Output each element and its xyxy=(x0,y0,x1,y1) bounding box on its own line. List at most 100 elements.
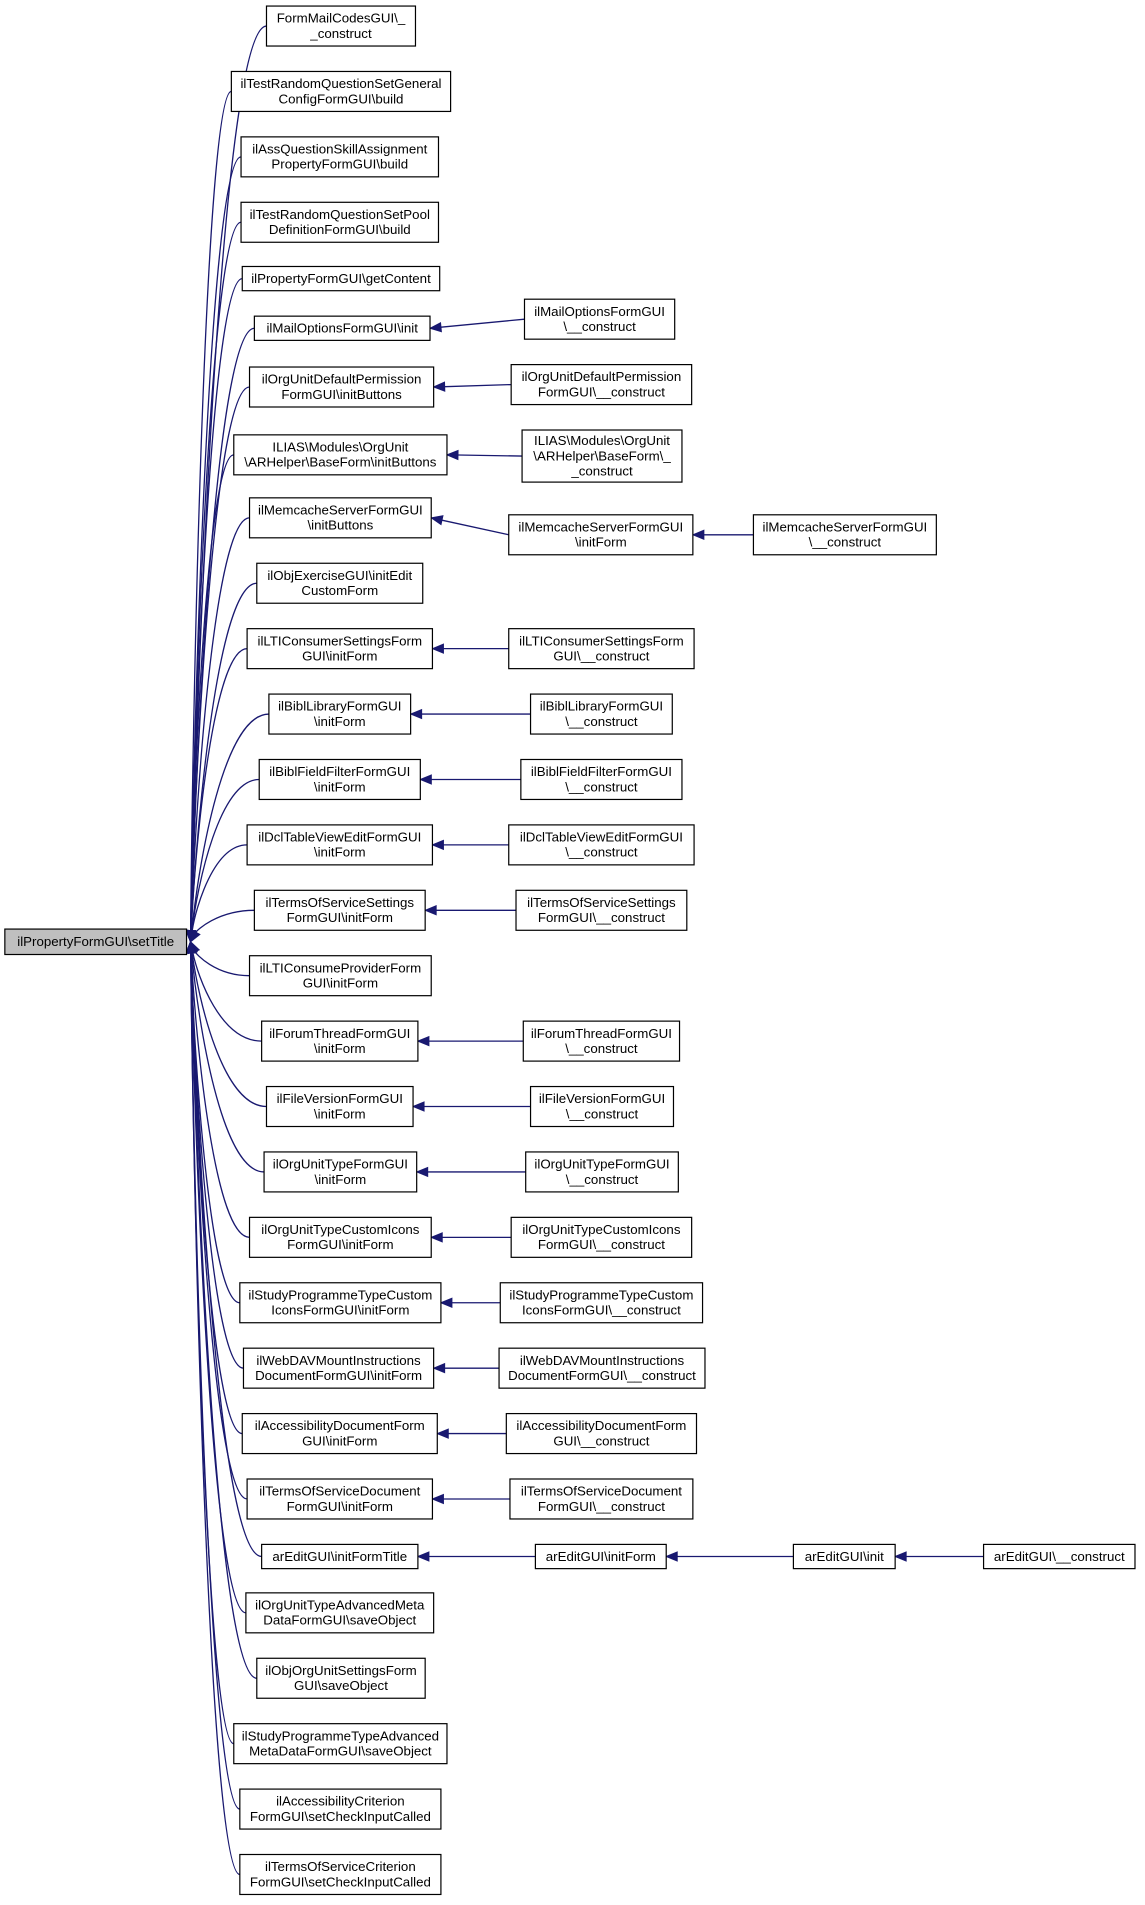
node-label: ilPropertyFormGUI\setTitle xyxy=(17,934,174,949)
node-box xyxy=(239,1282,442,1324)
function-node[interactable]: ILIAS\Modules\OrgUnit\ARHelper\BaseForm\… xyxy=(233,434,448,476)
arrow-head-icon xyxy=(419,774,432,785)
function-node[interactable]: arEditGUI\__construct xyxy=(982,1543,1136,1570)
function-node[interactable]: ilMailOptionsFormGUI\init xyxy=(253,315,431,341)
node-label: DefinitionFormGUI\build xyxy=(269,222,411,237)
node-box xyxy=(256,562,424,604)
edge-n25b-to-n25 xyxy=(416,1551,536,1562)
node-label: \__construct xyxy=(565,714,638,729)
edge-n23b-to-n23 xyxy=(435,1428,507,1439)
function-node[interactable]: ilAccessibilityCriterionFormGUI\setCheck… xyxy=(239,1788,442,1830)
node-label: DocumentFormGUI\initForm xyxy=(255,1368,422,1383)
function-node[interactable]: ilAccessibilityDocumentFormGUI\__constru… xyxy=(505,1412,698,1455)
arrow-head-icon xyxy=(432,1362,446,1374)
node-label: \initForm xyxy=(575,535,627,550)
node-label: ilTermsOfServiceDocument xyxy=(259,1484,420,1499)
node-box xyxy=(258,758,421,801)
function-node[interactable]: arEditGUI\initForm xyxy=(534,1543,667,1570)
node-box xyxy=(508,824,695,866)
edge-line xyxy=(191,713,269,931)
function-node[interactable]: ilTestRandomQuestionSetGeneralConfigForm… xyxy=(230,70,452,113)
function-node[interactable]: ilTermsOfServiceSettingsFormGUI\__constr… xyxy=(515,889,688,931)
node-box xyxy=(248,497,432,539)
function-node[interactable]: ilStudyProgrammeTypeCustomIconsFormGUI\_… xyxy=(499,1282,704,1324)
edge-n12b-to-n12 xyxy=(409,708,531,720)
node-label: ilLTIConsumerSettingsForm xyxy=(519,633,684,648)
function-node[interactable]: ilBiblFieldFilterFormGUI\__construct xyxy=(520,758,683,801)
function-node[interactable]: arEditGUI\init xyxy=(792,1543,896,1570)
node-label: GUI\saveObject xyxy=(294,1678,388,1693)
node-box xyxy=(265,5,417,47)
edge-line xyxy=(190,952,250,1238)
edge-n9c-to-n9b xyxy=(691,529,754,541)
function-node[interactable]: ilOrgUnitTypeFormGUI\__construct xyxy=(525,1151,679,1193)
root-node[interactable]: ilPropertyFormGUI\setTitle xyxy=(4,928,188,956)
function-node[interactable]: ilBiblLibraryFormGUI\initForm xyxy=(268,693,412,735)
function-node[interactable]: ilOrgUnitDefaultPermissionFormGUI\__cons… xyxy=(510,364,693,406)
function-node[interactable]: ilFileVersionFormGUI\initForm xyxy=(265,1085,414,1128)
function-node[interactable]: ilStudyProgrammeTypeCustomIconsFormGUI\i… xyxy=(239,1282,442,1324)
function-node[interactable]: ilDclTableViewEditFormGUI\__construct xyxy=(508,824,695,866)
arrow-head-icon xyxy=(431,643,444,654)
arrow-head-icon xyxy=(428,321,442,333)
node-label: ilStudyProgrammeTypeCustom xyxy=(509,1287,693,1302)
function-node[interactable]: ilAssQuestionSkillAssignmentPropertyForm… xyxy=(240,136,440,178)
function-node[interactable]: ilPropertyFormGUI\getContent xyxy=(241,265,441,292)
node-box xyxy=(529,693,673,735)
edge-line xyxy=(457,454,523,457)
function-node[interactable]: ilWebDAVMountInstructionsDocumentFormGUI… xyxy=(242,1347,435,1389)
edge-n20b-to-n20 xyxy=(429,1232,512,1243)
function-node[interactable]: ilTermsOfServiceCriterionFormGUI\setChec… xyxy=(239,1853,442,1896)
node-label: ilOrgUnitDefaultPermission xyxy=(262,372,422,387)
function-node[interactable]: ILIAS\Modules\OrgUnit\ARHelper\BaseForm\… xyxy=(521,429,683,483)
node-label: ilForumThreadFormGUI xyxy=(531,1026,672,1041)
node-label: GUI\__construct xyxy=(553,1433,649,1448)
function-node[interactable]: ilDclTableViewEditFormGUI\initForm xyxy=(246,824,434,866)
function-node[interactable]: ilBiblLibraryFormGUI\__construct xyxy=(529,693,673,735)
function-node[interactable]: arEditGUI\initFormTitle xyxy=(261,1543,419,1570)
function-node[interactable]: ilTermsOfServiceDocumentFormGUI\__constr… xyxy=(509,1478,694,1520)
arrow-head-icon xyxy=(415,1166,429,1178)
function-node[interactable]: ilForumThreadFormGUI\__construct xyxy=(522,1020,681,1062)
function-node[interactable]: ilOrgUnitTypeCustomIconsFormGUI\__constr… xyxy=(510,1216,693,1258)
node-label: ilWebDAVMountInstructions xyxy=(520,1353,685,1368)
node-label: ilBiblLibraryFormGUI xyxy=(278,699,401,714)
node-box xyxy=(752,514,937,556)
function-node[interactable]: ilMemcacheServerFormGUI\__construct xyxy=(752,514,937,556)
edge-n8b-to-n8 xyxy=(445,449,523,461)
function-node[interactable]: ilWebDAVMountInstructionsDocumentFormGUI… xyxy=(498,1347,706,1389)
function-node[interactable]: ilTestRandomQuestionSetPoolDefinitionFor… xyxy=(240,201,440,243)
node-label: FormGUI\setCheckInputCalled xyxy=(250,1874,431,1889)
function-node[interactable]: ilMailOptionsFormGUI\__construct xyxy=(523,298,676,340)
function-node[interactable]: FormMailCodesGUI\__construct xyxy=(265,5,417,47)
edge-n9b-to-n9 xyxy=(429,515,509,536)
edge-n14b-to-n14 xyxy=(431,839,509,851)
node-box xyxy=(246,1478,434,1520)
arrow-head-icon xyxy=(445,449,459,461)
node-box xyxy=(256,1657,426,1699)
function-node[interactable]: ilMemcacheServerFormGUI\initForm xyxy=(508,514,694,556)
function-node[interactable]: ilOrgUnitTypeAdvancedMetaDataFormGUI\sav… xyxy=(245,1592,435,1634)
function-node[interactable]: ilFileVersionFormGUI\__construct xyxy=(529,1085,675,1128)
node-label: \initForm xyxy=(314,1106,366,1121)
node-label: ilOrgUnitTypeAdvancedMeta xyxy=(255,1598,425,1613)
node-box xyxy=(248,955,432,997)
function-node[interactable]: ilStudyProgrammeTypeAdvancedMetaDataForm… xyxy=(233,1723,448,1765)
function-node[interactable]: ilOrgUnitDefaultPermissionFormGUI\initBu… xyxy=(248,366,435,408)
function-node[interactable]: ilForumThreadFormGUI\initForm xyxy=(261,1020,419,1062)
arrow-head-icon xyxy=(411,1101,425,1112)
node-box xyxy=(246,824,434,866)
function-node[interactable]: ilBiblFieldFilterFormGUI\initForm xyxy=(258,758,421,801)
function-node[interactable]: ilOrgUnitTypeFormGUI\initForm xyxy=(263,1151,418,1193)
function-node[interactable]: ilMemcacheServerFormGUI\initButtons xyxy=(248,497,432,539)
node-label: ilTermsOfServiceCriterion xyxy=(265,1859,416,1874)
